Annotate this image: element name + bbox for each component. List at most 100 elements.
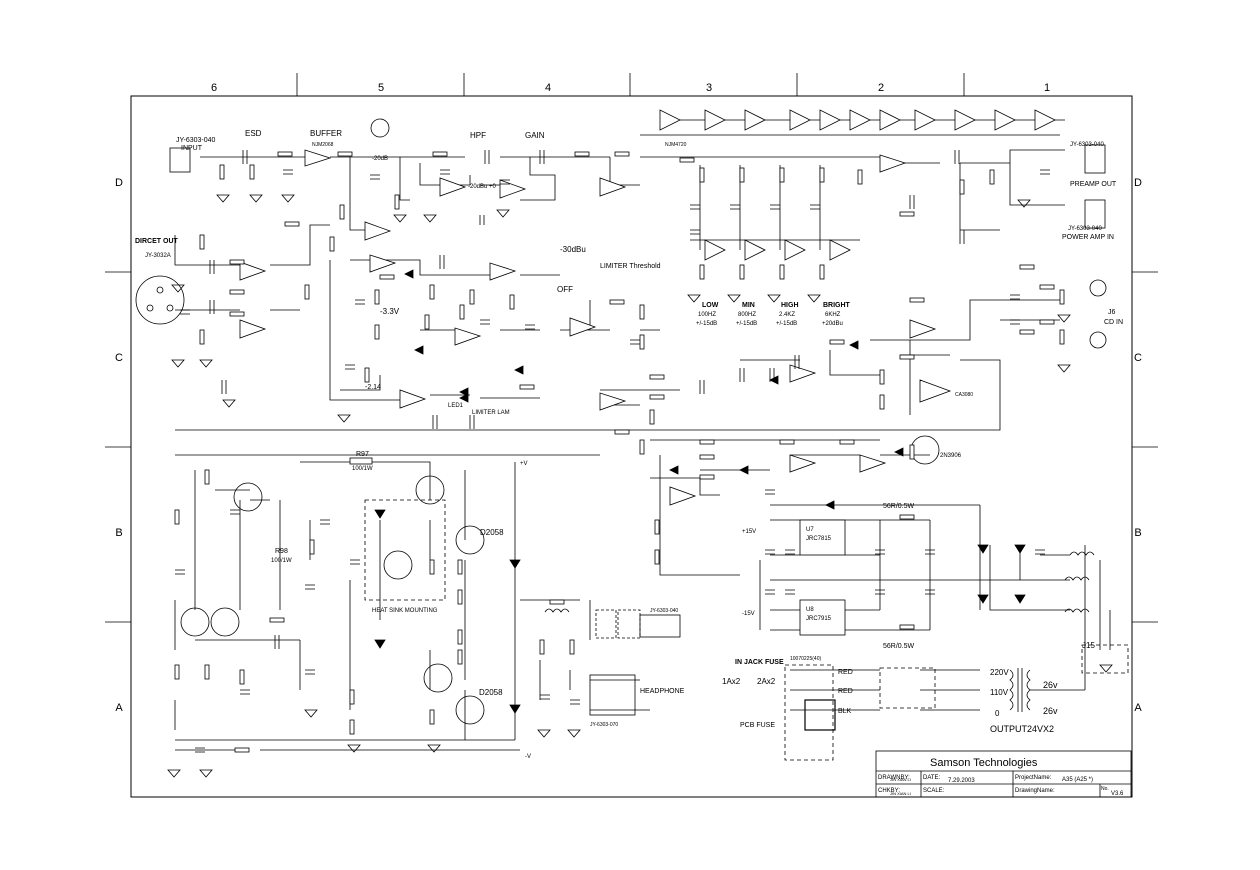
u8-label: U8 [806, 607, 814, 613]
v220-label: 220V [990, 668, 1009, 677]
u7-label: U7 [806, 527, 814, 533]
title-block-text: Samson Technologies DRAWNBY: JIN XIAN LI… [878, 757, 1124, 797]
fuse-2a-label: 2Ax2 [757, 677, 776, 686]
bright-freq: 6KHZ [825, 312, 841, 318]
v110-label: 110V [990, 688, 1009, 697]
minus30dbu-label: -30dBu [560, 245, 586, 254]
input-label: INPUT [181, 145, 203, 152]
zone-labels: 6 5 4 3 2 1 D C B A D C B A [115, 82, 1142, 714]
zone-row-c-right: C [1134, 352, 1142, 364]
v0-label: 0 [995, 709, 1000, 718]
pv-label: +V [520, 461, 528, 467]
led-symbol [459, 387, 469, 397]
low-label: LOW [702, 302, 719, 309]
r58-label: 56R/0.5W [883, 503, 915, 510]
r57-label: 56R/0.5W [883, 643, 915, 650]
r97-label: R97 [356, 451, 369, 458]
preamp-out-label: PREAMP OUT [1070, 181, 1117, 188]
u8-part: JRC7915 [806, 616, 832, 622]
power-amp-in-label: POWER AMP IN [1062, 234, 1114, 241]
drawn-by-label: DRAWNBY: [878, 775, 910, 781]
gain-label: GAIN [525, 131, 545, 140]
p15v-label: +15V [742, 529, 756, 535]
scale-label: SCALE: [923, 788, 945, 794]
hpf-label: HPF [470, 131, 486, 140]
zone-row-b-left: B [115, 527, 122, 539]
j5-label: JY-6303-070 [590, 722, 618, 728]
d2058b-label: D2058 [479, 688, 503, 697]
j2-label: JY-6303-040 [1070, 142, 1104, 148]
j4-label: JY-3032A [145, 253, 171, 259]
high-gain: +/-15dB [776, 321, 797, 327]
zone-row-d-right: D [1134, 177, 1142, 189]
project-value: A35 (A25 *) [1062, 777, 1093, 783]
zone-row-c-left: C [115, 352, 123, 364]
wiring [174, 119, 1111, 751]
transformer [1009, 668, 1031, 712]
r98-value: 100/1W [271, 558, 292, 564]
cd-in-label: CD IN [1104, 319, 1123, 326]
ic-b-label: NJM4720 [665, 142, 687, 148]
labels: JY-6303-040 INPUT ESD BUFFER HPF GAIN -2… [135, 129, 1123, 760]
no-label: No. [1101, 786, 1109, 792]
zone-col-2: 2 [878, 82, 884, 94]
high-freq: 2.4KZ [779, 312, 795, 318]
v26a-label: 26v [1043, 680, 1058, 690]
min-gain: +/-15dB [736, 321, 757, 327]
j1-label: JY-6303-040 [176, 137, 216, 144]
pcb-fuse-label: PCB FUSE [740, 722, 775, 729]
voltage-switch-box [879, 667, 936, 709]
headphone-label: HEADPHONE [640, 688, 685, 695]
zone-row-a-left: A [115, 702, 123, 714]
red1-label: RED [838, 669, 853, 676]
minus33v-label: -3.3V [380, 307, 400, 316]
j3-label: JY-6303-040 [1068, 226, 1102, 232]
minus214-label: -2.14 [365, 384, 381, 391]
chk-by-value: JIN XIAN LI [890, 791, 911, 796]
v26b-label: 26v [1043, 706, 1058, 716]
jy6303-label: JY-6303-040 [650, 608, 678, 614]
min-freq: 800HZ [738, 312, 756, 318]
date-label: DATE: [923, 775, 941, 781]
low-freq: 100HZ [698, 312, 716, 318]
zone-col-4: 4 [545, 82, 551, 94]
chk-by-label: CHKBY: [878, 788, 900, 794]
no-value: V3.6 [1111, 791, 1124, 797]
connectors [135, 144, 1107, 716]
n15v-label: -15V [742, 611, 755, 617]
border-frame [130, 95, 1133, 798]
capacitors [175, 150, 1050, 753]
fuse-1a-label: 1Ax2 [722, 677, 741, 686]
j6-label: J6 [1108, 309, 1116, 316]
diodes [374, 269, 1026, 714]
j15-connector [1081, 644, 1129, 674]
resistors [174, 151, 1065, 753]
j15-label: J15 [1082, 641, 1095, 650]
company-name: Samson Technologies [930, 757, 1038, 769]
minus20db-label: -20dB [372, 156, 388, 162]
zone-row-b-right: B [1134, 527, 1141, 539]
min-label: MIN [742, 302, 755, 309]
blk-label: BLK [838, 708, 852, 715]
red2-label: RED [838, 688, 853, 695]
grounds [167, 194, 1113, 778]
d2058a-label: D2058 [480, 528, 504, 537]
off-label: OFF [557, 285, 573, 294]
minus20db0-label: -20dBu +0 [468, 184, 497, 190]
u7-part: JRC7815 [806, 536, 832, 542]
drawn-by-value: JIN XIAN LI [890, 777, 911, 782]
bright-label: BRIGHT [823, 302, 851, 309]
buffer-label: BUFFER [310, 129, 342, 138]
heat-sink-box [364, 499, 446, 601]
limiter-threshold-label: LIMITER Threshold [600, 263, 661, 270]
zone-col-6: 6 [211, 82, 217, 94]
zone-col-5: 5 [378, 82, 384, 94]
project-label: ProjectName: [1015, 775, 1052, 781]
limiter-lam-label: LIMITER LAM [472, 410, 510, 416]
ic-a-label: NJM2068 [312, 142, 334, 148]
zone-col-3: 3 [706, 82, 712, 94]
opamps [239, 109, 1056, 506]
bright-gain: +20dBu [822, 321, 843, 327]
